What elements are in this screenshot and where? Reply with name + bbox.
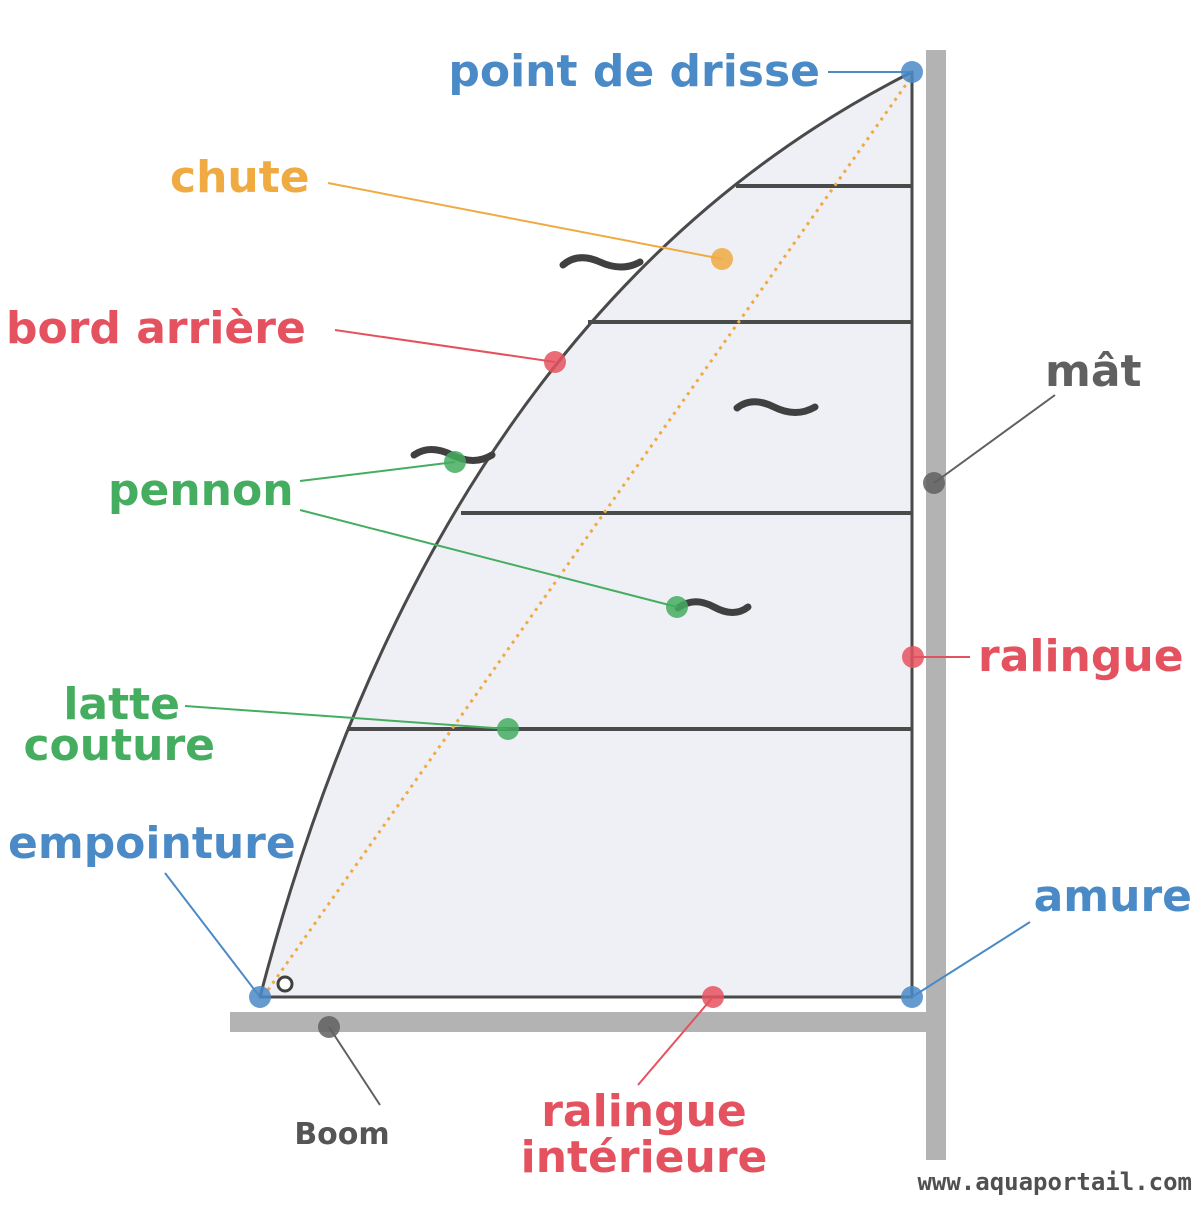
marker-point-de-drisse bbox=[901, 61, 923, 83]
marker-ralingue-interieure bbox=[702, 986, 724, 1008]
marker-pennon-sail bbox=[666, 596, 688, 618]
label-latte: latte bbox=[63, 679, 180, 730]
marker-bord-arriere bbox=[544, 351, 566, 373]
telltale-top bbox=[559, 254, 644, 271]
watermark: www.aquaportail.com bbox=[917, 1168, 1192, 1196]
telltale-middle bbox=[733, 398, 819, 416]
battens bbox=[347, 184, 912, 731]
marker-latte bbox=[497, 718, 519, 740]
leader-ralingue-interieure bbox=[637, 996, 714, 1086]
leader-empointure bbox=[164, 872, 261, 998]
label-boom: Boom bbox=[294, 1117, 389, 1152]
leader-pennon-1 bbox=[299, 461, 456, 482]
clew-ring bbox=[276, 975, 294, 993]
leader-amure bbox=[911, 921, 1031, 998]
leader-mat bbox=[933, 394, 1056, 484]
marker-mat bbox=[923, 472, 945, 494]
diagonal-line bbox=[266, 75, 914, 991]
label-mat: mât bbox=[1045, 346, 1142, 397]
label-point-de-drisse: point de drisse bbox=[448, 46, 820, 97]
markers bbox=[249, 61, 945, 1038]
boom bbox=[230, 1012, 946, 1032]
leader-boom bbox=[328, 1026, 381, 1106]
leader-bord-arriere bbox=[334, 329, 556, 363]
label-amure: amure bbox=[1034, 871, 1192, 922]
sail bbox=[258, 70, 914, 999]
label-ralingue-interieure-line2: intérieure bbox=[521, 1132, 768, 1183]
label-empointure: empointure bbox=[8, 818, 296, 869]
mast bbox=[926, 50, 946, 1160]
marker-pennon-leech bbox=[444, 451, 466, 473]
marker-amure bbox=[901, 986, 923, 1008]
label-chute: chute bbox=[170, 152, 310, 203]
labels: point de drisse chute bord arrière mât p… bbox=[5, 45, 1194, 1185]
marker-chute bbox=[711, 248, 733, 270]
marker-ralingue bbox=[902, 646, 924, 668]
leader-chute bbox=[327, 182, 723, 260]
label-couture: couture bbox=[23, 720, 215, 771]
label-pennon: pennon bbox=[108, 465, 294, 516]
marker-boom bbox=[318, 1016, 340, 1038]
marker-empointure bbox=[249, 986, 271, 1008]
label-ralingue: ralingue bbox=[978, 631, 1184, 682]
leader-lines bbox=[164, 71, 1056, 1106]
label-bord-arriere: bord arrière bbox=[6, 303, 306, 354]
label-ralingue-interieure-line1: ralingue bbox=[541, 1086, 747, 1137]
telltale-lower bbox=[674, 598, 752, 616]
leader-latte bbox=[184, 705, 509, 730]
leader-pennon-2 bbox=[299, 509, 678, 608]
